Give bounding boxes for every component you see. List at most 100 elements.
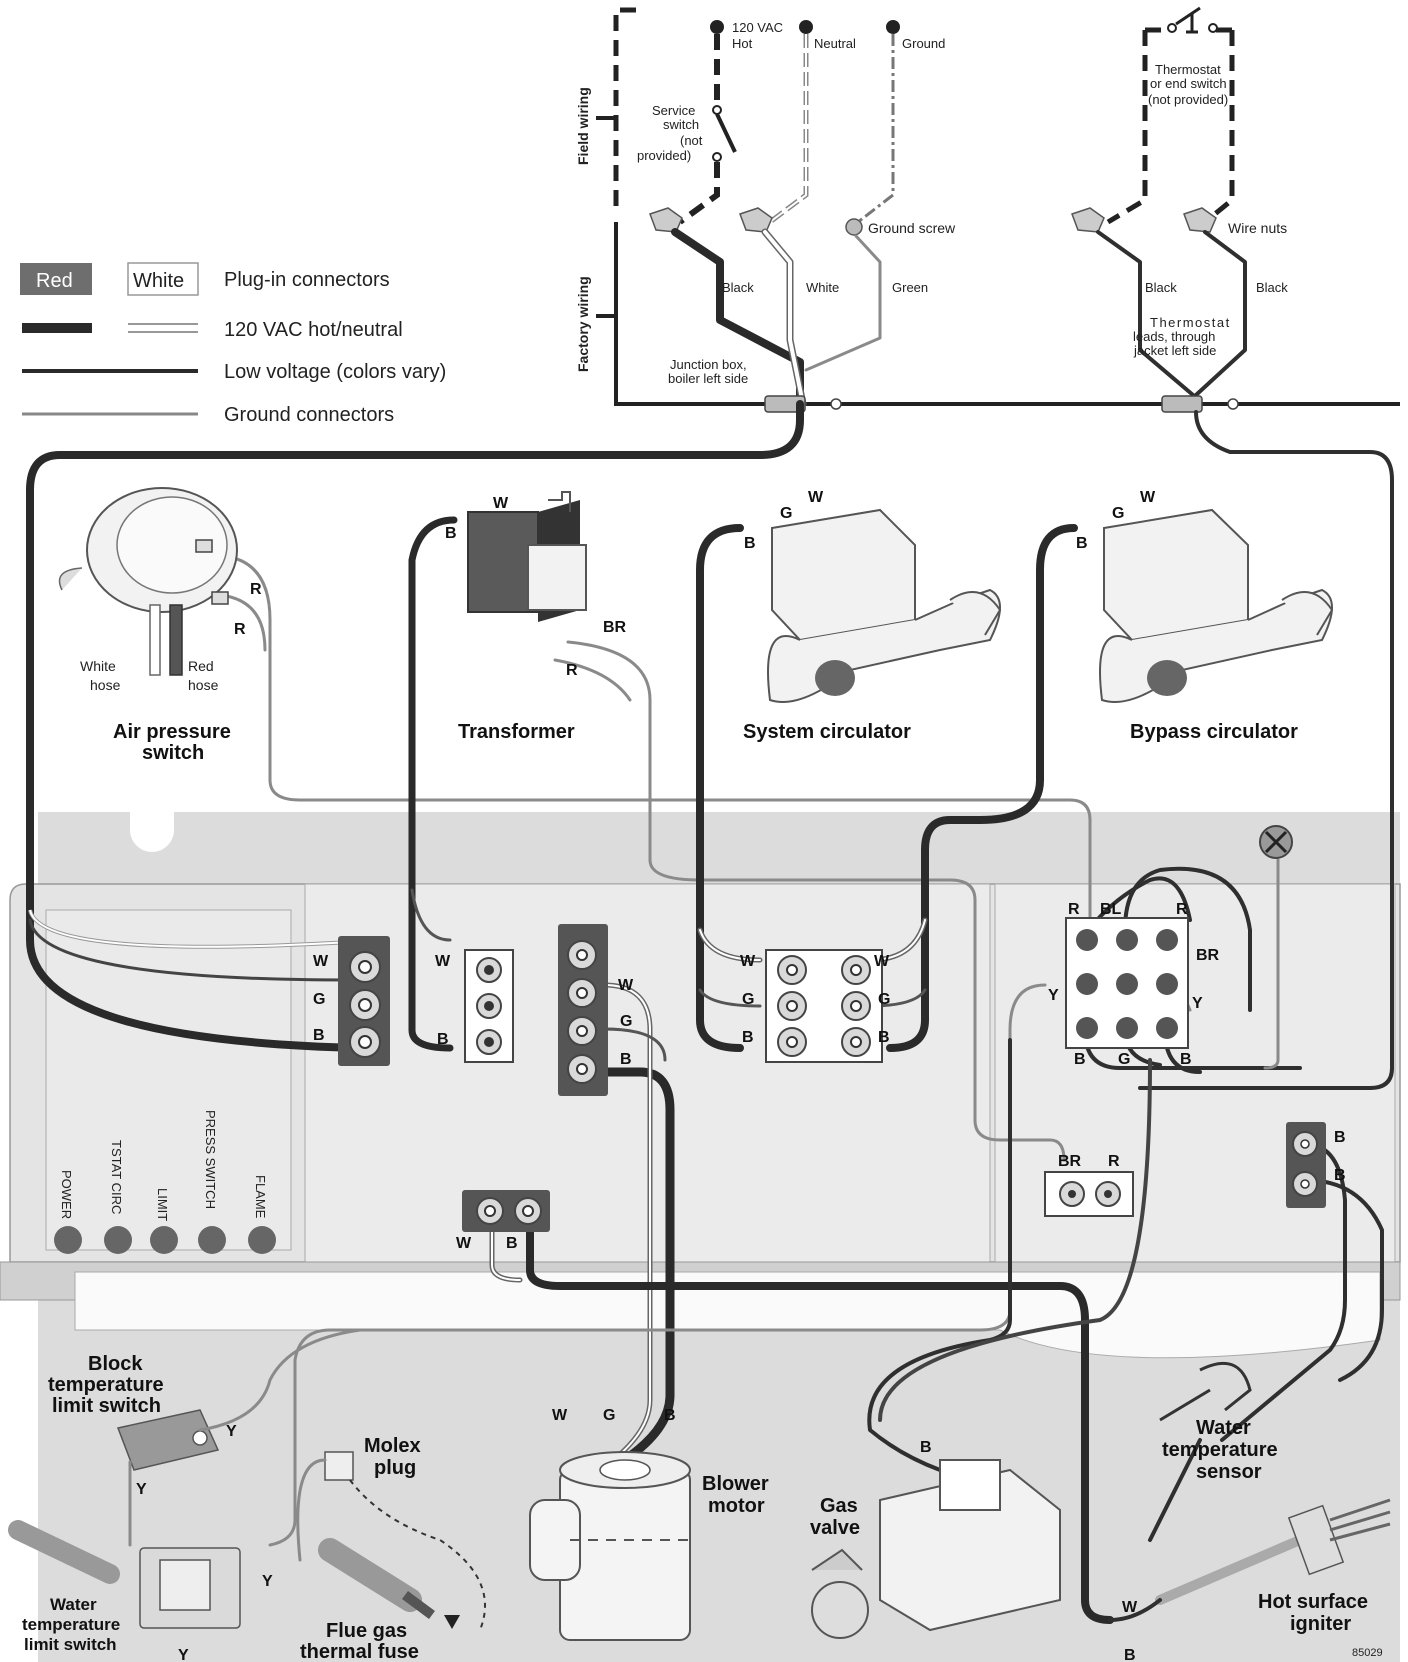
- pin-label-b: B: [1124, 1647, 1136, 1662]
- water-temp-sensor-icon: [1159, 1361, 1252, 1422]
- pin-label-r: R: [566, 662, 578, 679]
- pin-label-b: B: [313, 1027, 325, 1044]
- thermostat-bushing-icon: [1161, 395, 1203, 413]
- legend-hot-neutral: 120 VAC hot/neutral: [224, 319, 403, 341]
- water-temp-limit-switch-label-2: temperature: [22, 1615, 120, 1634]
- block-temp-switch-icon: [116, 1409, 220, 1471]
- plug-blower: [558, 924, 608, 1096]
- block-temp-switch-label-2: temperature: [48, 1374, 164, 1396]
- led-press-switch-label: PRESS SWITCH: [203, 1110, 218, 1209]
- thermostat-leads-label-3: jacket left side: [1133, 343, 1216, 358]
- wire-nut-icon: [1071, 207, 1105, 233]
- transformer-icon: [467, 511, 539, 613]
- bypass-circulator-label: Bypass circulator: [1130, 721, 1298, 743]
- service-switch-icon: [712, 105, 722, 115]
- pin-label-b: B: [1074, 1051, 1086, 1068]
- thermostat-leads-label-1: Thermostat: [1150, 315, 1231, 330]
- pin-label-w: W: [740, 953, 756, 970]
- led-flame-label: FLAME: [253, 1175, 268, 1219]
- pin-label-br: BR: [1058, 1153, 1082, 1170]
- thermostat-leads-label-2: leads, through: [1133, 329, 1215, 344]
- thermostat-field-wiring: Thermostat or end switch (not provided) …: [1071, 6, 1288, 413]
- hot-surface-igniter: W B Hot surface igniter: [1108, 1498, 1391, 1662]
- neutral-label: Neutral: [814, 36, 856, 51]
- pin-label-w: W: [493, 495, 509, 512]
- pin-label-g: G: [620, 1013, 632, 1030]
- pin-label-b: B: [920, 1439, 932, 1456]
- junction-box-label-1: Junction box,: [670, 357, 747, 372]
- legend-plug-in-connectors: Plug-in connectors: [224, 269, 390, 291]
- gas-valve: B Gas valve: [810, 1439, 1061, 1639]
- pin-label-b: B: [437, 1031, 449, 1048]
- hot-surface-igniter-icon: [1155, 1535, 1305, 1605]
- legend-low-voltage: Low voltage (colors vary): [224, 361, 446, 383]
- system-circulator-icon: [771, 508, 916, 642]
- legend-red-label: Red: [36, 270, 73, 292]
- pin-label-b: B: [1334, 1167, 1346, 1184]
- gas-valve-label-2: valve: [810, 1517, 860, 1539]
- flue-gas-thermal-fuse: Flue gas thermal fuse: [300, 1538, 435, 1662]
- pin-label-b: B: [506, 1235, 518, 1252]
- water-temp-sensor-label-1: Water: [1196, 1417, 1251, 1439]
- pin-label-w: W: [552, 1407, 568, 1424]
- pin-label-y: Y: [178, 1647, 189, 1662]
- flue-gas-fuse-label-2: thermal fuse: [300, 1641, 419, 1662]
- water-temperature-sensor: Water temperature sensor: [1159, 1361, 1278, 1483]
- legend-white-swatch: [127, 262, 199, 296]
- led-tstat-circ-label: TSTAT CIRC: [109, 1140, 124, 1214]
- pin-label-b: B: [1076, 535, 1088, 552]
- pin-label-r: R: [234, 621, 246, 638]
- pin-label-b: B: [620, 1051, 632, 1068]
- led-power: [54, 1226, 82, 1254]
- molex-plug: Molex plug: [296, 1435, 486, 1631]
- pin-label-b: B: [1180, 1051, 1192, 1068]
- pin-label-r: R: [1068, 901, 1080, 918]
- block-temp-switch-label-1: Block: [88, 1353, 143, 1375]
- led-limit: [150, 1226, 178, 1254]
- air-pressure-switch-label-1: Air pressure: [113, 721, 231, 743]
- hot-surface-igniter-label-1: Hot surface: [1258, 1591, 1368, 1613]
- black-label-2: Black: [1145, 280, 1177, 295]
- block-temp-limit-switch: Block temperature limit switch Y Y: [48, 1328, 362, 1547]
- service-switch-label-4: provided): [637, 148, 691, 163]
- blower-motor: W G B Blower motor: [529, 1407, 769, 1641]
- green-label: Green: [892, 280, 928, 295]
- pin-label-r: R: [1176, 901, 1188, 918]
- wire-nut-icon: [739, 207, 773, 233]
- pin-label-y: Y: [1192, 995, 1203, 1012]
- led-tstat-circ: [104, 1226, 132, 1254]
- wire-nuts-label: Wire nuts: [1228, 220, 1287, 236]
- service-switch-label-3: (not: [680, 133, 703, 148]
- thermostat-label-3: (not provided): [1148, 92, 1228, 107]
- legend-white-label: White: [133, 270, 184, 292]
- pin-label-y: Y: [262, 1573, 273, 1590]
- pin-label-b: B: [445, 525, 457, 542]
- molex-plug-icon: [324, 1451, 354, 1481]
- legend-red-swatch: [20, 263, 92, 295]
- flue-gas-fuse-icon: [318, 1538, 422, 1612]
- led-flame: [248, 1226, 276, 1254]
- ground-label: Ground: [902, 36, 945, 51]
- factory-wiring-label: Factory wiring: [575, 276, 591, 372]
- pin-label-r: R: [1108, 1153, 1120, 1170]
- transformer-label: Transformer: [458, 721, 575, 743]
- white-hose-label-1: White: [80, 658, 116, 674]
- hot-terminal-icon: [710, 20, 724, 34]
- pin-label-y: Y: [226, 1423, 237, 1440]
- red-hose-label-1: Red: [188, 658, 214, 674]
- ground-terminal-icon: [886, 20, 900, 34]
- service-switch-label-1: Service: [652, 103, 695, 118]
- wire-nut-icon: [649, 207, 683, 233]
- water-temp-limit-switch-label-3: limit switch: [24, 1635, 117, 1654]
- ground-screw-label: Ground screw: [868, 220, 956, 236]
- pin-label-w: W: [874, 953, 890, 970]
- molex-plug-label-2: plug: [374, 1457, 416, 1479]
- water-temp-sensor-label-2: temperature: [1162, 1439, 1278, 1461]
- pin-label-w: W: [456, 1235, 472, 1252]
- water-temp-sensor-label-3: sensor: [1196, 1461, 1262, 1483]
- pin-label-w: W: [808, 489, 824, 506]
- pin-label-b: B: [744, 535, 756, 552]
- service-switch-label-2: switch: [663, 117, 699, 132]
- gas-valve-label-1: Gas: [820, 1495, 858, 1517]
- transformer: W B BR R Transformer: [445, 491, 627, 743]
